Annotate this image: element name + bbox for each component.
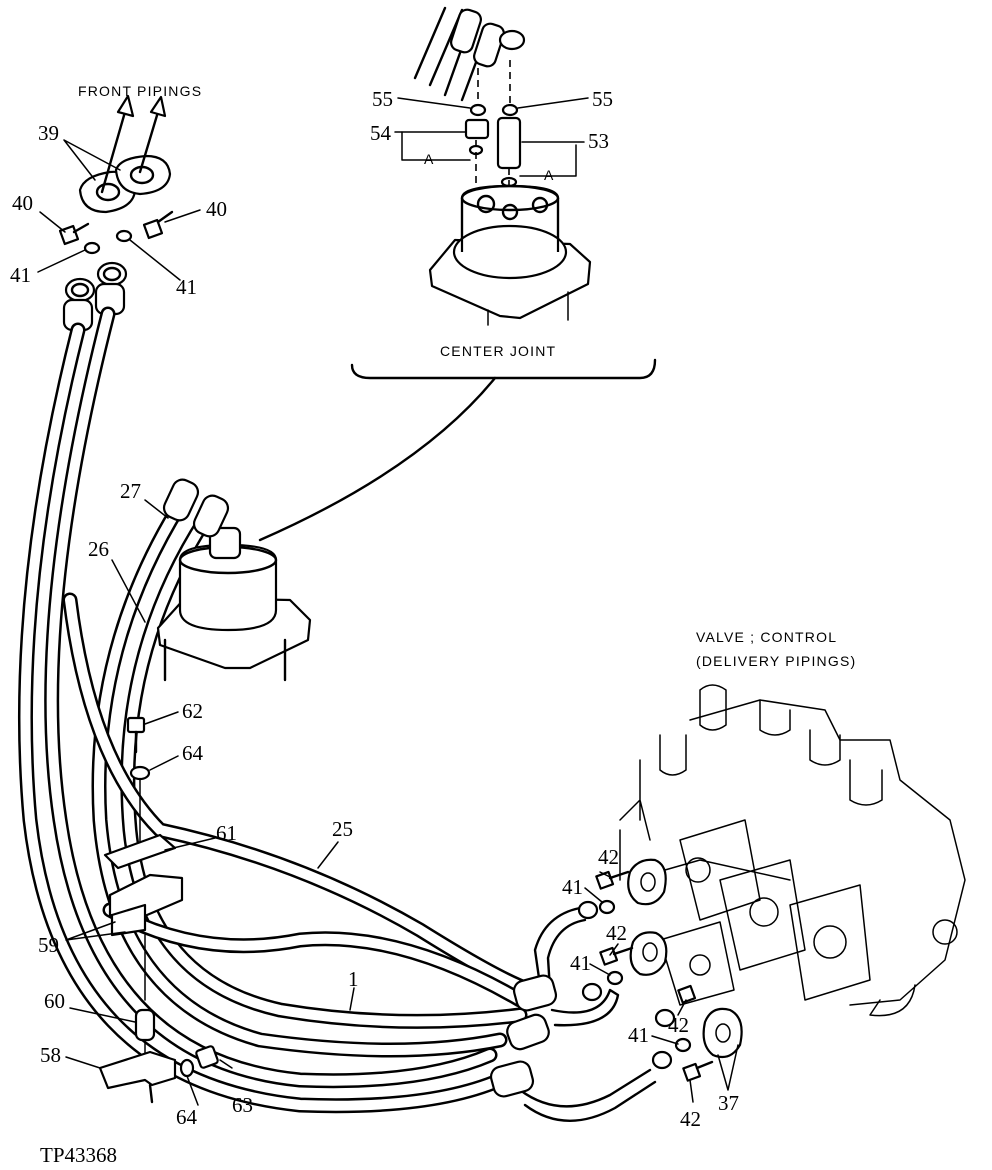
callout-62: 62 [182, 699, 203, 723]
callout-63: 63 [232, 1093, 253, 1117]
callout-59: 59 [38, 933, 59, 957]
callout-41-right: 41 [176, 275, 197, 299]
center-joint-lower [156, 478, 312, 682]
callout-42-d: 42 [680, 1107, 701, 1131]
callout-41-left: 41 [10, 263, 31, 287]
callout-40-left: 40 [12, 191, 33, 215]
callout-39: 39 [38, 121, 59, 145]
center-joint-caption: CENTER JOINT [440, 343, 556, 359]
callout-40-right: 40 [206, 197, 227, 221]
figure-id: TP43368 [40, 1143, 117, 1167]
valve-caption-line1: VALVE ; CONTROL [696, 629, 837, 645]
callout-41-a: 41 [562, 875, 583, 899]
callout-a-right: A [544, 167, 555, 183]
callout-55-left: 55 [372, 87, 393, 111]
leader-lines [37, 97, 739, 1106]
callout-a-left: A [424, 151, 435, 167]
control-valve [577, 684, 966, 1082]
callout-27: 27 [120, 479, 141, 503]
callout-42-a: 42 [598, 845, 619, 869]
callout-42-b: 42 [606, 921, 627, 945]
callout-1: 1 [348, 967, 359, 991]
valve-caption-line2: (DELIVERY PIPINGS) [696, 653, 856, 669]
callout-37: 37 [718, 1091, 739, 1115]
callout-64-bottom: 64 [176, 1105, 198, 1129]
callout-55-right: 55 [592, 87, 613, 111]
callout-61: 61 [216, 821, 237, 845]
callout-58: 58 [40, 1043, 61, 1067]
callout-54: 54 [370, 121, 392, 145]
center-joint-detail [258, 6, 657, 542]
callout-41-c: 41 [628, 1023, 649, 1047]
clamp-assembly [98, 716, 219, 1104]
front-pipings-caption: FRONT PIPINGS [78, 83, 202, 99]
callout-64-top: 64 [182, 741, 204, 765]
callout-60: 60 [44, 989, 65, 1013]
callout-25: 25 [332, 817, 353, 841]
hose-bundle [17, 306, 657, 1122]
callout-26: 26 [88, 537, 109, 561]
front-pipings-group [58, 94, 174, 332]
callout-41-b: 41 [570, 951, 591, 975]
callout-42-c: 42 [668, 1013, 689, 1037]
callout-53: 53 [588, 129, 609, 153]
